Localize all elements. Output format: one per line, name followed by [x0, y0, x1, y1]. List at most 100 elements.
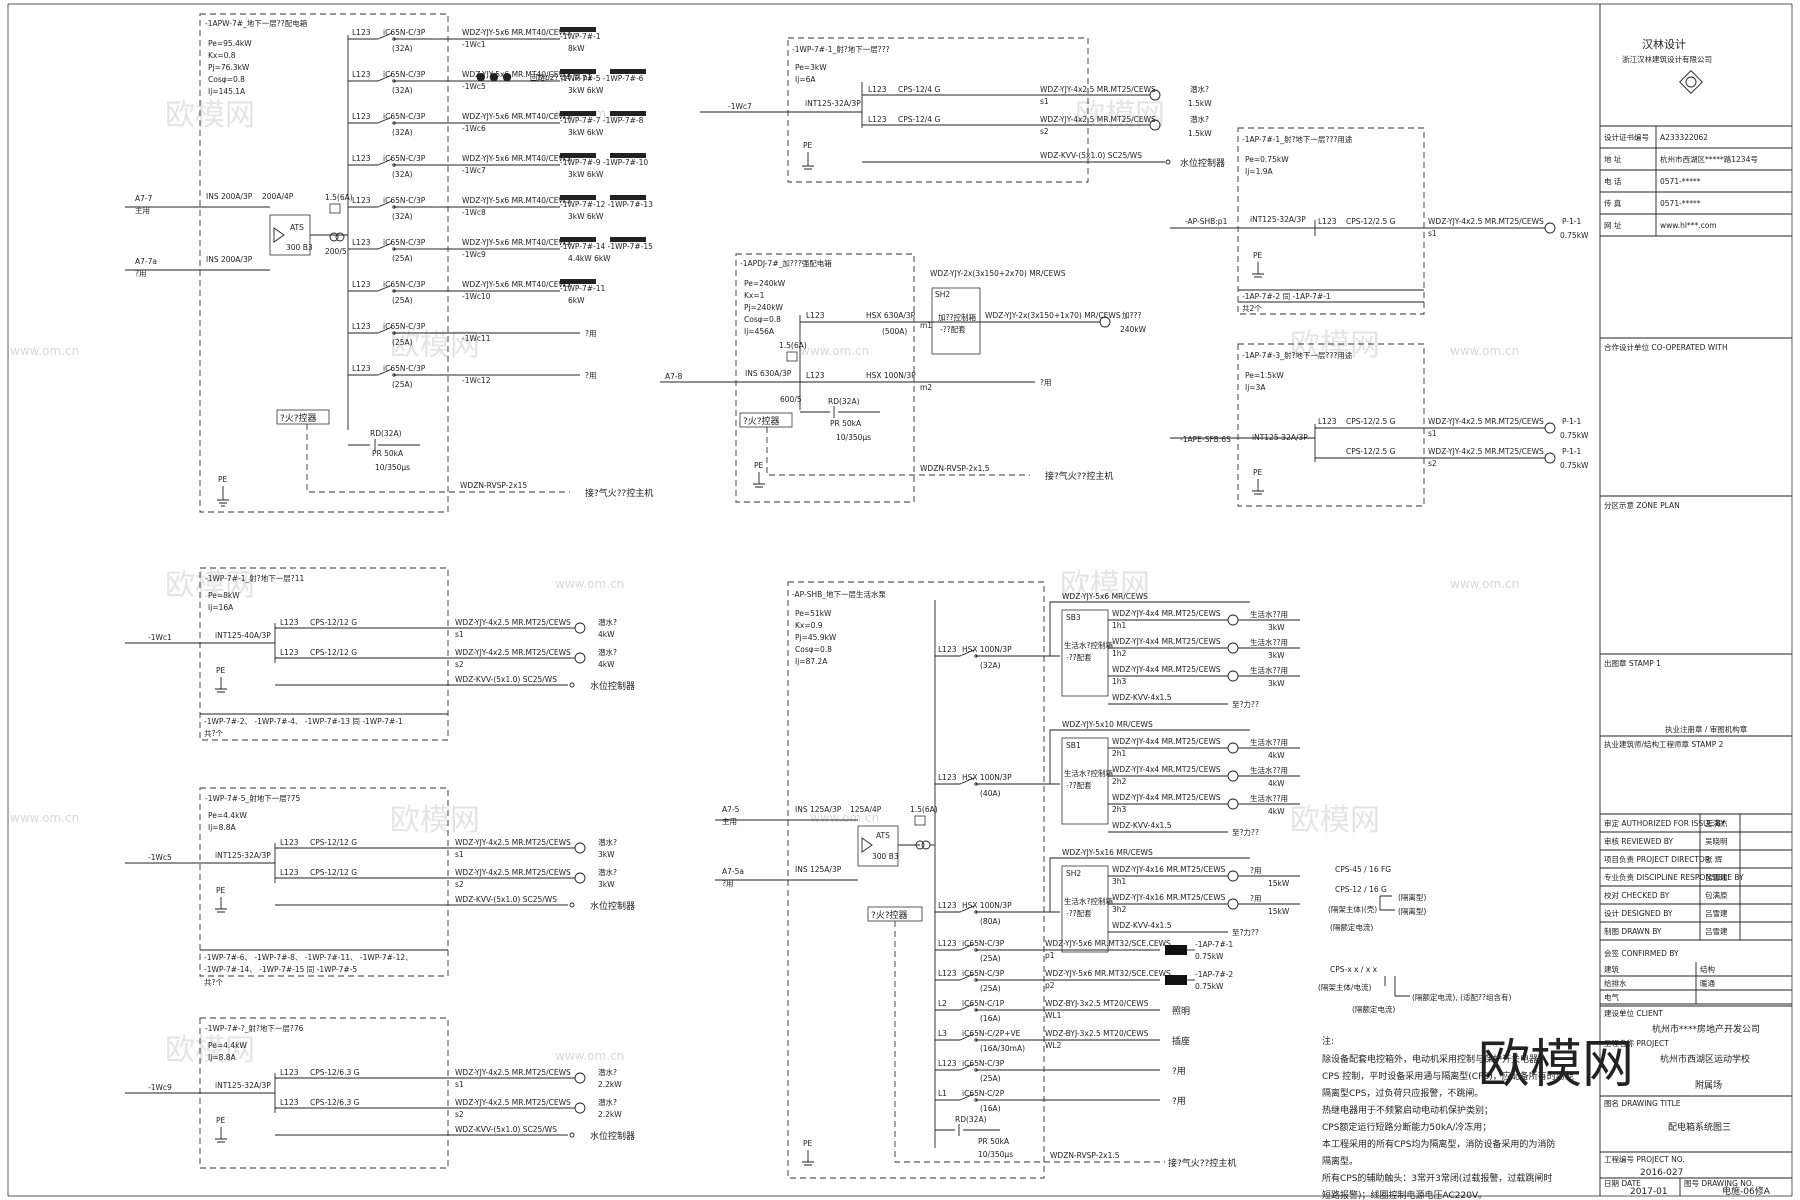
breaker-amp: (32A): [392, 86, 413, 95]
panel-param: Cosφ=0.8: [744, 315, 781, 324]
circuit-list: L123 iC65N-C/3P (32A) WDZ-YJY-5x6 MR.MT40/C…: [348, 27, 653, 389]
disc-label: 电气: [1604, 992, 1620, 1002]
breaker-amp: (32A): [392, 212, 413, 221]
feeder-backup-id: A7-5a: [722, 867, 744, 876]
cable-id: s2: [455, 880, 464, 889]
cable-spec: WDZ-YJY-4x2.5 MR.MT25/CEWS: [455, 1098, 571, 1107]
phase-label: L123: [352, 280, 371, 289]
load-name: 潜水?: [598, 1097, 617, 1107]
spare-label: ?用: [585, 329, 596, 338]
pe-label: PE: [803, 141, 813, 150]
info-label: 电 话: [1604, 176, 1622, 186]
project-no-label: 工程编号 PROJECT NO.: [1604, 1154, 1685, 1164]
breaker-rating: iC65N-C/1P: [962, 999, 1005, 1008]
info-value: 杭州市西湖区*****路1234号: [1660, 154, 1758, 164]
zone-label: 分区示意 ZONE PLAN: [1604, 500, 1680, 510]
feeder-main-label: 主用: [722, 816, 737, 826]
cable-spec: WDZ-YJY-4x2.5 MR.MT25/CEWS: [1428, 447, 1544, 456]
breaker-rating: iC65N-C/3P: [383, 280, 426, 289]
company-full-name: 浙江汉林建筑设计有限公司: [1622, 54, 1712, 64]
cable-spec: WDZ-KVV-(5x1.0) SC25/WS: [455, 675, 557, 684]
load-name: ?用: [1250, 866, 1261, 875]
cable-id: s1: [1428, 429, 1437, 438]
wire: [377, 284, 393, 292]
load-kw: 3kW: [1268, 623, 1285, 632]
cps-rating: CPS-12/12 G: [310, 838, 357, 847]
fan-icon: [610, 237, 646, 242]
fire-alarm-label: ?火?控器: [871, 909, 908, 921]
ct-icon: [329, 232, 339, 242]
load-tag: -1WP-7#-11: [560, 284, 605, 293]
ats-sub: 300 B3: [286, 243, 313, 252]
terminal-icon: [569, 682, 575, 688]
panel-outline: [199, 13, 449, 513]
ground-icon: [217, 486, 229, 507]
ground-icon: [1252, 262, 1264, 278]
feeder-id: -1Wc1: [148, 633, 172, 642]
wire: [1600, 904, 1792, 923]
panel-title: -1APDJ-7#_加???强配电箱: [740, 258, 832, 268]
subpanel-label: -??配套: [1066, 780, 1092, 790]
load-kw: 4kW: [598, 660, 615, 669]
cable-id: s2: [1040, 127, 1049, 136]
panel-1apw-7: -1APW-7#_地下一层??配电箱 Pe=95.4kW Kx=0.8 Pj=7…: [125, 13, 653, 513]
phase-label: L123: [352, 322, 371, 331]
breaker-amp: (16A): [980, 1014, 1001, 1023]
phase-label: L123: [868, 115, 887, 124]
feeder-id: -AP-SHB:p1: [1185, 217, 1228, 226]
load-kw: 3kW 6kW: [568, 170, 604, 179]
brand-logo: 欧模网: [1478, 1035, 1634, 1095]
load-name: 潜水?: [598, 647, 617, 657]
motor-icon: [1099, 316, 1111, 328]
panel-param: Ij=456A: [744, 327, 775, 336]
load-kw: 3kW 6kW: [568, 212, 604, 221]
load-name: ?用: [1172, 1096, 1186, 1107]
load-name: P-1-1: [1562, 447, 1582, 456]
ground-icon: [1252, 479, 1264, 495]
phase-label: L123: [280, 1068, 299, 1077]
phase-label: L123: [352, 238, 371, 247]
feeder-main-id: A7-7: [135, 194, 153, 203]
circuit-id: -1Wc11: [462, 334, 491, 343]
ground-icon: [802, 152, 814, 170]
panel-param: Kx=0.9: [795, 621, 823, 630]
wire: [1600, 886, 1792, 905]
cable-id: 2h1: [1112, 749, 1127, 758]
load-kw: 0.75kW: [1560, 431, 1589, 440]
phase-label: L123: [352, 364, 371, 373]
drawing-no-label: 图号 DRAWING NO.: [1684, 1179, 1754, 1188]
load-kw: 3kW 6kW: [568, 86, 604, 95]
note-line: 短路报警)；线圈控制电源电压AC220V。: [1322, 1189, 1487, 1200]
phase-label: L123: [352, 70, 371, 79]
cable-spec: WDZ-YJY-5x6 MR.MT40/CEWS: [462, 154, 571, 163]
breaker-rating: iC65N-C/3P: [383, 154, 426, 163]
pe-label: PE: [803, 1139, 813, 1148]
wire: [959, 777, 975, 785]
phase-label: L2: [938, 999, 947, 1008]
cable-id: 2h3: [1112, 805, 1127, 814]
cps-rating: CPS-12/2.5 G: [1346, 217, 1396, 226]
company-logo-icon: [1679, 70, 1703, 94]
wire: [215, 897, 227, 913]
breaker-amp: (25A): [392, 254, 413, 263]
wire: [959, 943, 975, 951]
load-name: 水位控制器: [590, 680, 635, 692]
info-label: 传 真: [1604, 198, 1622, 208]
cable-spec: WDZ-YJY-4x16 MR.MT25/CEWS: [1112, 865, 1226, 874]
meter-icon: [786, 351, 798, 362]
motor-icon: [1227, 670, 1239, 682]
role-name: 吴晓明: [1705, 836, 1728, 846]
wire: [1600, 922, 1792, 941]
cable-id: s1: [455, 630, 464, 639]
panel-note: -1WP-7#-14、 -1WP-7#-15 同 -1WP-7#-5: [204, 965, 357, 974]
info-value: A233322062: [1660, 133, 1708, 142]
cable-id: s1: [455, 850, 464, 859]
cable-spec: WDZ-KVV-(5x1.0) SC25/WS: [1040, 151, 1142, 160]
fan-icon: [1165, 975, 1187, 985]
cps-rating: CPS-12/6.3 G: [310, 1068, 360, 1077]
meter-icon: [914, 815, 926, 826]
panel-param: Pe=4.4kW: [208, 811, 247, 820]
load-kw: 3kW: [1268, 651, 1285, 660]
